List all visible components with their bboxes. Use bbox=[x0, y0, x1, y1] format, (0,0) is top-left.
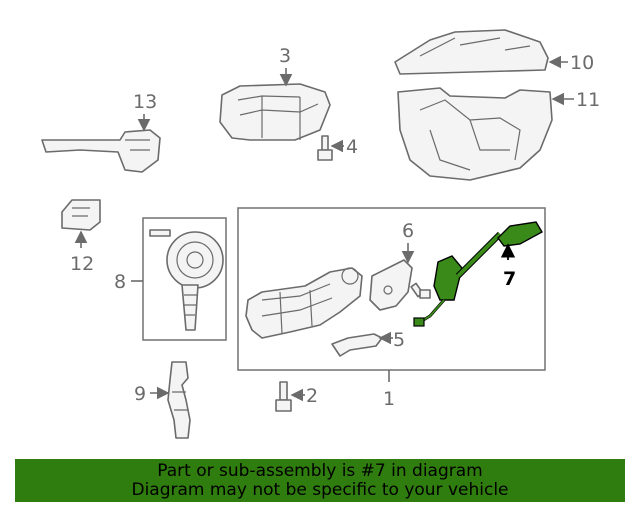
part-13-wiper-switch bbox=[41, 129, 161, 173]
callout-12: 12 bbox=[70, 253, 94, 275]
callout-2: 2 bbox=[306, 385, 318, 407]
part-7-multifunction-switch bbox=[413, 221, 543, 327]
callout-9: 9 bbox=[134, 383, 146, 405]
callout-8: 8 bbox=[114, 271, 126, 293]
part-3-steering-column-housing bbox=[219, 83, 331, 141]
info-banner: Part or sub-assembly is #7 in diagram Di… bbox=[15, 459, 625, 502]
callout-11: 11 bbox=[576, 89, 600, 111]
callout-7: 7 bbox=[503, 268, 516, 290]
callout-1: 1 bbox=[383, 388, 395, 410]
part-1-box bbox=[237, 207, 546, 371]
part-4-bolt bbox=[317, 135, 333, 161]
callout-6: 6 bbox=[402, 220, 414, 242]
part-11-lower-shroud bbox=[397, 87, 553, 181]
screw bbox=[410, 282, 431, 299]
part-8-box bbox=[142, 217, 227, 341]
banner-line-2: Diagram may not be specific to your vehi… bbox=[131, 480, 509, 500]
callout-13: 13 bbox=[133, 91, 157, 113]
banner-line-1: Part or sub-assembly is #7 in diagram bbox=[157, 461, 483, 481]
part-1-column-assembly bbox=[245, 267, 363, 339]
part-8-clockspring bbox=[149, 229, 224, 331]
parts-diagram: 10 11 3 4 13 12 8 bbox=[41, 29, 600, 439]
callout-4: 4 bbox=[346, 136, 358, 158]
callout-3: 3 bbox=[279, 45, 291, 67]
part-5-bracket bbox=[331, 333, 383, 357]
part-6-bracket bbox=[369, 259, 413, 311]
callout-10: 10 bbox=[570, 52, 594, 74]
part-9-bracket bbox=[167, 361, 191, 439]
callout-5: 5 bbox=[393, 329, 405, 351]
part-12-clip bbox=[61, 199, 101, 231]
part-10-upper-shroud bbox=[394, 29, 549, 75]
part-2-bolt bbox=[275, 381, 292, 412]
